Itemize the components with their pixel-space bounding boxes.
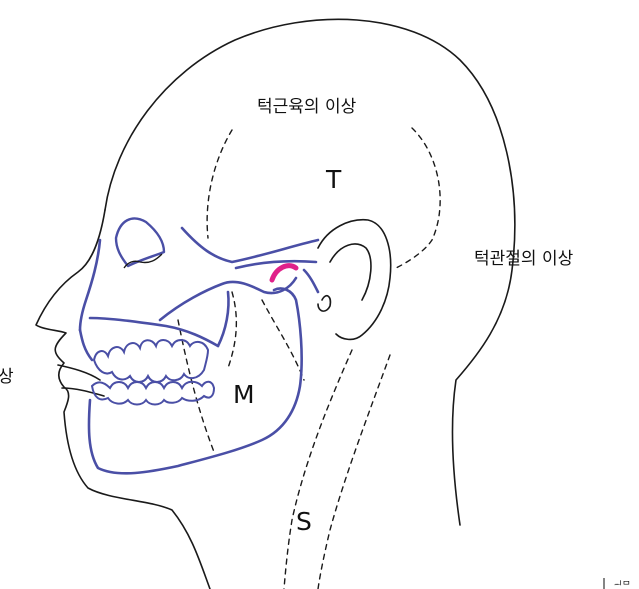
ear-inner [330, 244, 371, 300]
joint-highlight [272, 266, 296, 280]
ear-canal [318, 296, 330, 311]
masseter-label: M [233, 380, 255, 409]
ear-outer [318, 220, 391, 340]
muscle-disorder-label: 턱근육의 이상 [257, 92, 356, 117]
temporalis-region [207, 128, 440, 268]
upper-teeth [94, 340, 208, 382]
joint-disorder-label: 턱관절의 이상 [474, 244, 573, 269]
nasal-bone [80, 240, 100, 330]
lips [58, 365, 104, 396]
mandible [89, 288, 302, 473]
sternocleidomastoid-label: S [296, 507, 312, 536]
temporal-line [236, 261, 318, 292]
left-partial-label: 상 [0, 362, 14, 387]
corner-partial-label: ᆈᄆ [614, 578, 631, 589]
lower-teeth [92, 382, 214, 405]
teeth [92, 340, 214, 405]
temporalis-label: T [326, 165, 341, 194]
upper-jaw-front [80, 330, 92, 360]
eye-socket-lower [182, 228, 318, 262]
mandible-ramus-front [218, 292, 229, 346]
